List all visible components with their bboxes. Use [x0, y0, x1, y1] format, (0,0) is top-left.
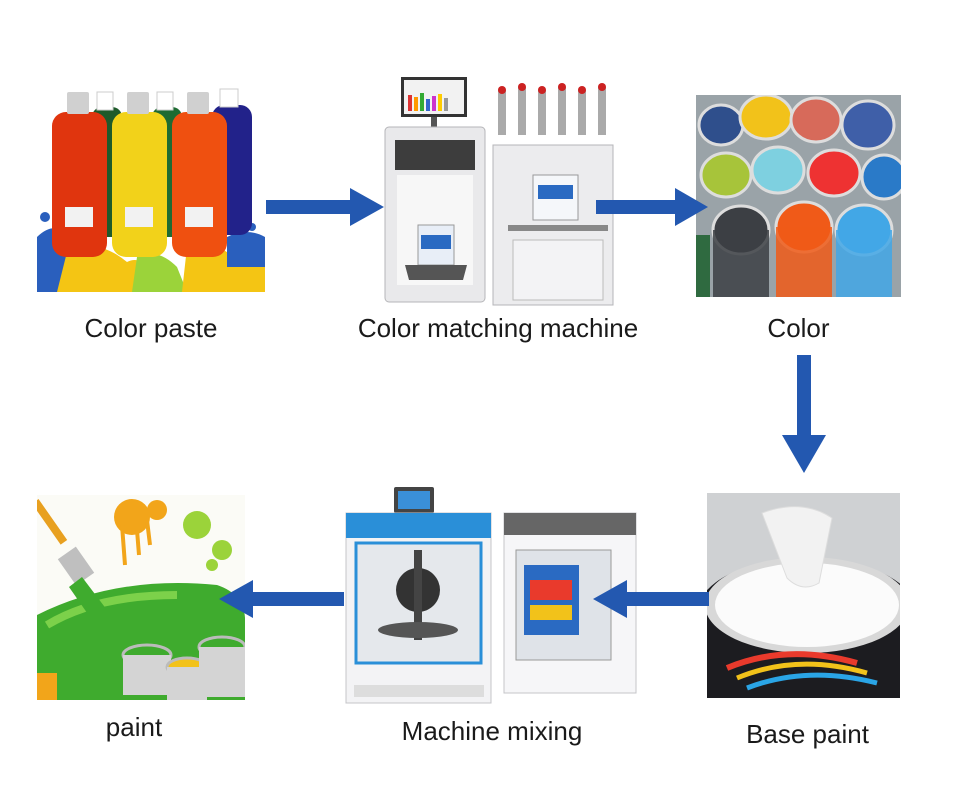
label-base-paint: Base paint	[746, 719, 869, 749]
paint-image	[37, 495, 245, 700]
label-color: Color	[767, 313, 830, 343]
base-paint-image	[707, 493, 900, 698]
color-paste-image	[37, 87, 265, 292]
color-matching-machine-image	[383, 75, 615, 310]
label-paint: paint	[105, 712, 163, 742]
arrow-3-icon	[593, 580, 709, 618]
arrow-1-icon	[266, 188, 384, 226]
arrow-2-icon	[596, 188, 708, 226]
arrow-4-icon	[219, 580, 344, 618]
label-color-matching-machine: Color matching machine	[357, 313, 639, 343]
machine-mixing-image	[344, 485, 640, 705]
arrow-down-icon	[782, 355, 826, 473]
label-color-paste: Color paste	[84, 313, 218, 343]
color-cups-image	[696, 95, 901, 297]
label-machine-mixing: Machine mixing	[401, 716, 583, 746]
